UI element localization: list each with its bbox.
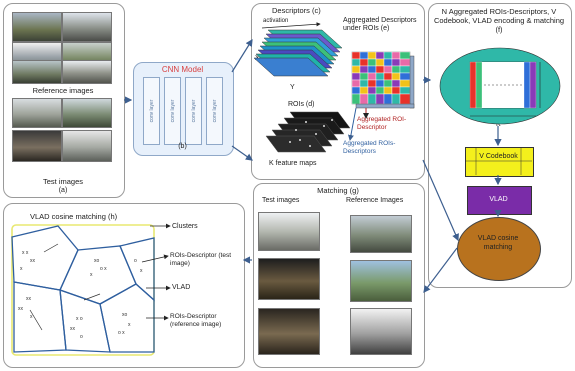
aggregated-descriptor-grid [347,51,415,141]
rois-label: ROIs (d) [288,101,315,108]
roi-feature-maps [265,111,351,153]
matrix-k-label: K [496,121,501,128]
svg-text:xx: xx [70,326,76,332]
matching-reference-label: Reference Images [346,197,404,204]
svg-text:o x: o x [100,266,107,272]
vlad-matching-label: VLAD cosine matching [477,235,519,251]
aggregated-rois-descriptors-label: Aggregated ROIs-Descriptors [343,140,396,155]
descriptors-label: Descriptors (c) [272,6,321,15]
svg-text:xo: xo [122,312,128,318]
svg-text:o: o [134,258,137,264]
svg-text:x x: x x [22,250,29,256]
cosine-matching-title: VLAD cosine matching (h) [30,212,118,221]
svg-text:x: x [30,314,33,320]
arrow-rois-test [141,254,169,263]
test-image-3 [12,130,62,162]
svg-text:x: x [20,266,23,272]
panel-a-tag: (a) [58,187,68,194]
svg-text:x: x [90,272,93,278]
reference-images-label: Reference images [32,86,94,95]
reference-image-6 [62,60,112,84]
aggregated-descriptors-label: Aggregated Descriptors under ROIs (e) [343,17,417,32]
codebook-segments [465,147,532,175]
cnn-layer-2: conv layer [164,77,181,145]
vlad-panel-title: N Aggregated ROIs-Descriptors, V Codeboo… [433,7,565,34]
codebook-label: V Codebook [479,153,518,160]
codebook-box [465,147,534,177]
cnn-model-title: CNN Model [161,65,204,74]
matching-test-label: Test images [262,197,300,204]
match-test-1 [258,212,320,251]
test-images-label: Test images [42,177,84,186]
test-image-2 [62,98,112,128]
vlad-arrow-label: VLAD [172,284,191,291]
match-ref-2 [350,260,412,302]
panel-b-tag: (b) [178,143,187,150]
feature-map-stack [253,22,343,77]
arrow-cnn-to-rois [231,145,253,161]
svg-text:xx: xx [26,296,32,302]
activation-label: activation [263,18,289,24]
arrow-descriptors-to-matching [422,159,459,242]
cnn-layer-1: conv layer [143,77,160,145]
reference-image-2 [62,12,112,42]
cnn-layer-3: conv layer [185,77,202,145]
match-ref-3 [350,308,412,355]
cnn-layer-4: conv layer [206,77,223,145]
arrow-matching-to-panel-g [423,247,458,293]
match-test-2 [258,258,320,300]
svg-text:xx: xx [30,258,36,264]
test-image-1 [12,98,62,128]
rois-test-label: ROIs-Descriptor (test image) [170,252,232,267]
aggregated-roi-descriptor-label: Aggregated ROI-Descriptor [357,116,407,131]
vlad-matching-ellipse [457,217,541,281]
arrow-cnn-to-descriptors [231,38,253,73]
svg-text:o: o [80,334,83,340]
matching-title: Matching (g) [317,186,359,195]
axis-y-label: Y [290,84,295,91]
panel-cosine-matching [3,203,245,368]
clusters-label: Clusters [172,223,198,230]
reference-image-5 [12,60,62,84]
rois-ref-label: ROIs-Descriptor (reference image) [170,313,222,328]
match-ref-1 [350,215,412,253]
svg-text:x o: x o [76,316,83,322]
k-feature-maps-label: K feature maps [269,160,317,167]
aggregated-matrix [439,47,561,125]
vlad-label: VLAD [489,196,508,203]
svg-text:x: x [140,268,143,274]
svg-text:xx: xx [18,306,24,312]
svg-text:xo: xo [94,258,100,264]
svg-text:x: x [128,322,131,328]
reference-image-1 [12,12,62,42]
test-image-4 [62,130,112,162]
match-test-3 [258,308,320,355]
svg-text:o x: o x [118,330,125,336]
